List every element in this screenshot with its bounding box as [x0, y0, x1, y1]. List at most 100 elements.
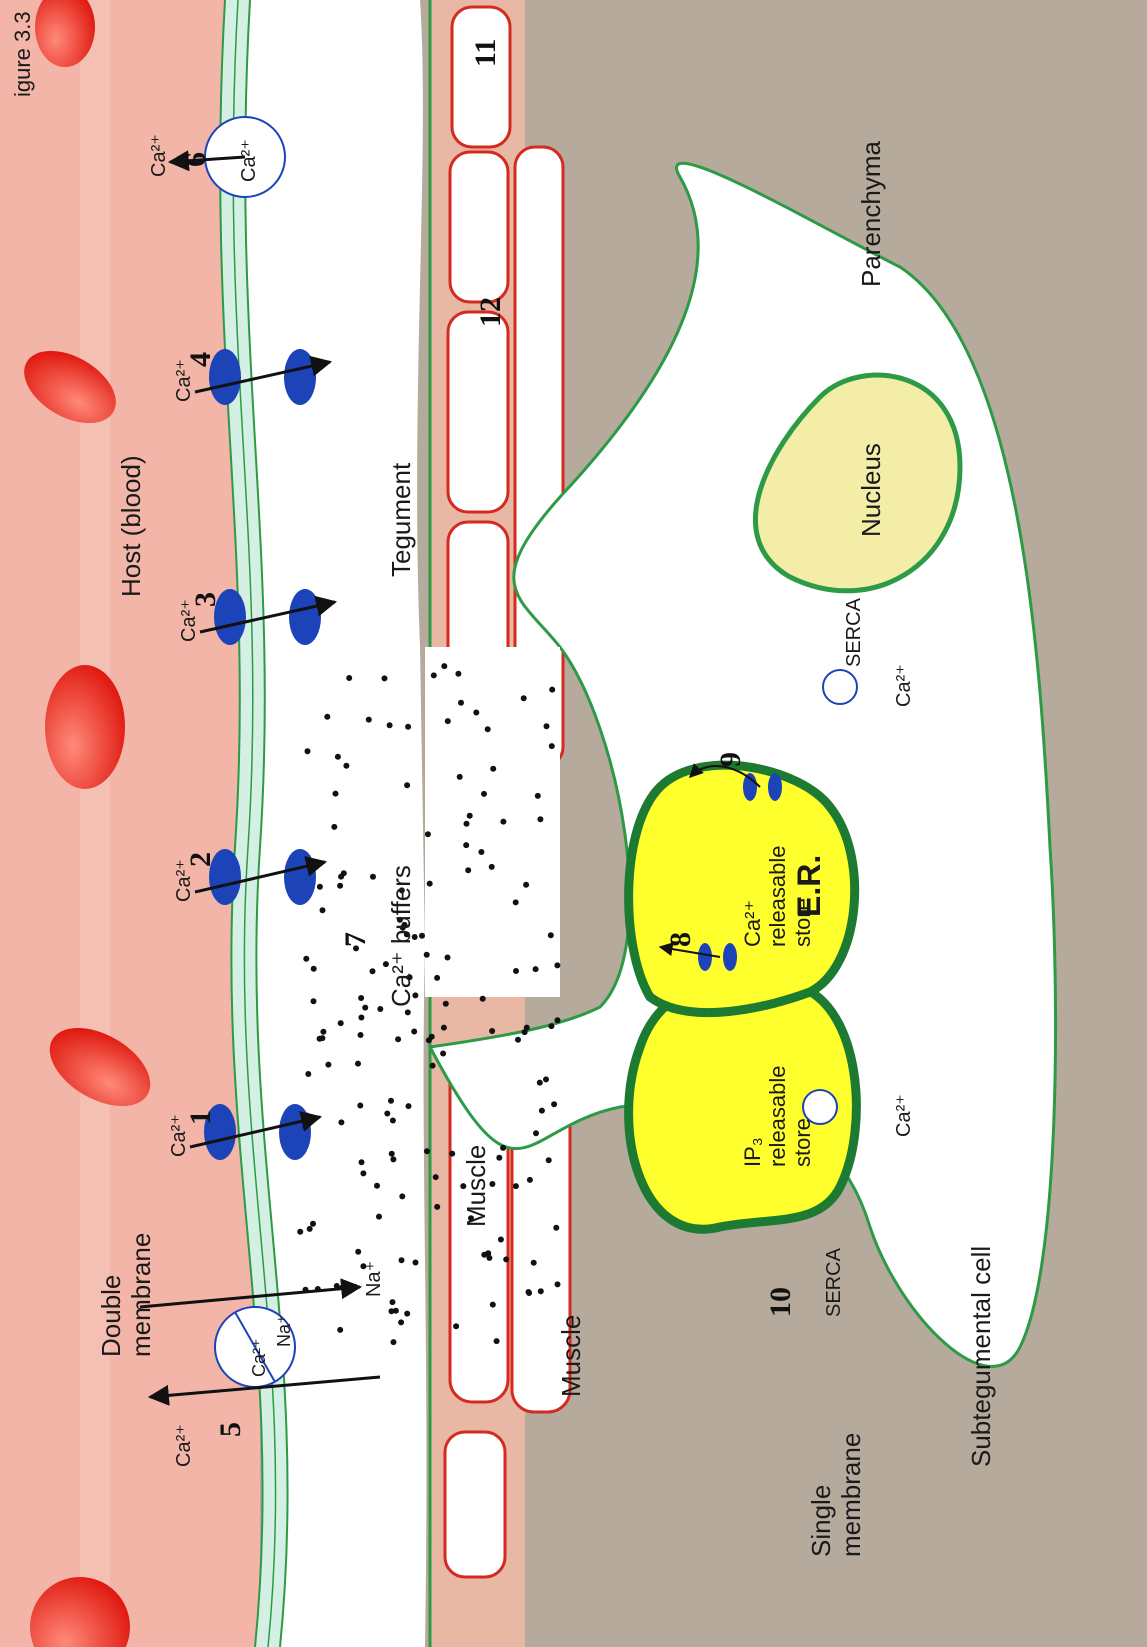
buffer-dot	[359, 1159, 365, 1165]
number-4: 4	[184, 352, 217, 367]
number-6: 6	[179, 152, 212, 167]
single-membrane-label-1: Single	[806, 1485, 836, 1557]
buffer-dot	[555, 1281, 561, 1287]
buffer-dot	[303, 1287, 309, 1293]
buffer-dot	[503, 1256, 509, 1262]
muscle-cell	[445, 1432, 505, 1577]
double-membrane-label-2: membrane	[126, 1233, 156, 1357]
ca-out-label-5: Ca²⁺	[173, 1424, 195, 1467]
buffer-dot	[489, 864, 495, 870]
buffer-dot	[320, 907, 326, 913]
buffer-dot	[485, 726, 491, 732]
buffer-dot	[398, 1319, 404, 1325]
buffer-dot	[339, 1285, 345, 1291]
buffer-dot	[549, 743, 555, 749]
buffer-dot	[457, 774, 463, 780]
buffer-dot	[307, 1226, 313, 1232]
buffer-dot	[513, 968, 519, 974]
buffer-dot	[310, 1221, 316, 1227]
buffer-dot	[358, 1032, 364, 1038]
buffer-dot	[315, 1286, 321, 1292]
rbc	[45, 665, 125, 789]
buffer-dot	[445, 718, 451, 724]
buffer-dot	[521, 695, 527, 701]
buffer-dot	[366, 717, 372, 723]
buffer-dot	[464, 821, 470, 827]
buffer-dot	[490, 766, 496, 772]
exchanger-na-label: Na⁺	[274, 1314, 294, 1347]
buffer-dot	[554, 962, 560, 968]
buffer-dot	[500, 1145, 506, 1151]
buffer-dot	[362, 1005, 368, 1011]
buffer-dot	[419, 933, 425, 939]
buffer-dot	[426, 1037, 432, 1043]
buffer-dot	[548, 932, 554, 938]
buffer-dot	[343, 763, 349, 769]
buffer-dot	[522, 1029, 528, 1035]
nucleus-label: Nucleus	[856, 443, 886, 537]
ca-store-l3: store	[790, 898, 815, 947]
buffer-dot	[543, 1076, 549, 1082]
buffer-dot	[387, 722, 393, 728]
ca-store-l2: releasable	[765, 845, 790, 947]
number-7: 7	[339, 932, 372, 947]
buffer-dot	[549, 687, 555, 693]
buffer-dot	[334, 1283, 340, 1289]
serca-pump-right[interactable]	[823, 670, 857, 704]
number-9: 9	[714, 752, 747, 767]
buffer-dot	[303, 1124, 309, 1130]
buffer-dot	[390, 1118, 396, 1124]
buffer-dot	[434, 975, 440, 981]
buffer-dot	[337, 883, 343, 889]
buffer-dot	[513, 1183, 519, 1189]
buffer-dot	[413, 1260, 419, 1266]
buffer-dot	[441, 1025, 447, 1031]
buffer-dot	[384, 1111, 390, 1117]
buffer-dot	[390, 1156, 396, 1162]
number-10: 10	[764, 1287, 797, 1317]
buffer-dot	[304, 1113, 310, 1119]
serca-left-label: SERCA	[823, 1247, 845, 1317]
buffer-dot	[395, 1036, 401, 1042]
buffer-dot	[355, 1249, 361, 1255]
exchanger-ca-label: Ca²⁺	[249, 1338, 269, 1377]
number-2: 2	[184, 852, 217, 867]
buffer-dot	[338, 1020, 344, 1026]
buffer-dot	[338, 1119, 344, 1125]
buffer-dot	[440, 1051, 446, 1057]
buffer-dot	[537, 1080, 543, 1086]
buffer-dot	[404, 782, 410, 788]
buffer-dot	[399, 1257, 405, 1263]
buffer-dot	[355, 1061, 361, 1067]
buffer-dot	[500, 819, 506, 825]
buffer-dot	[389, 1308, 395, 1314]
number-5: 5	[214, 1422, 247, 1437]
buffer-dot	[370, 968, 376, 974]
buffer-dot	[431, 672, 437, 678]
serca-left-ca-label: Ca²⁺	[893, 1094, 915, 1137]
buffer-dot	[303, 956, 309, 962]
buffer-dot	[430, 1063, 436, 1069]
muscle-cell	[452, 7, 510, 147]
buffer-dot	[467, 813, 473, 819]
buffer-dot	[533, 1130, 539, 1136]
number-1: 1	[184, 1110, 217, 1125]
buffer-dot	[391, 1339, 397, 1345]
buffer-dot	[324, 714, 330, 720]
buffer-dot	[445, 955, 451, 961]
buffer-dot	[527, 1177, 533, 1183]
ca-store-l1: Ca²⁺	[740, 900, 765, 947]
buffer-dot	[553, 1225, 559, 1231]
buffer-dot	[537, 816, 543, 822]
buffer-dot	[533, 966, 539, 972]
buffer-dot	[490, 1302, 496, 1308]
buffer-dot	[388, 1098, 394, 1104]
buffer-dot	[370, 874, 376, 880]
buffer-dot	[449, 1151, 455, 1157]
buffer-dot	[455, 671, 461, 677]
buffer-dot	[311, 998, 317, 1004]
buffer-dot	[458, 700, 464, 706]
buffer-dot	[551, 1101, 557, 1107]
buffer-dot	[480, 996, 486, 1002]
buffer-dot	[358, 995, 364, 1001]
